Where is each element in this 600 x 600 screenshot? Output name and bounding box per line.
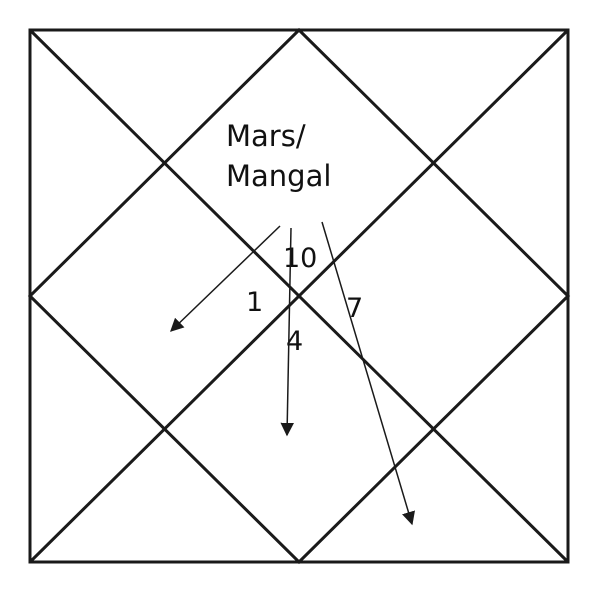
- planet-label-line1: Mars/: [226, 119, 306, 153]
- house-number-10: 10: [283, 243, 317, 274]
- house-number-1: 1: [246, 287, 263, 318]
- aspect-arrow-to-house-1: [170, 225, 281, 332]
- house-number-4: 4: [286, 326, 303, 357]
- planet-label-line2: Mangal: [226, 159, 331, 193]
- aspect-arrow-to-house-7: [321, 221, 415, 526]
- diagonal-top-right-to-bottom-left: [28, 28, 570, 564]
- house-number-7: 7: [346, 293, 363, 324]
- inner-diamond: [27, 27, 571, 565]
- aspect-arrow-to-house-4: [280, 227, 294, 437]
